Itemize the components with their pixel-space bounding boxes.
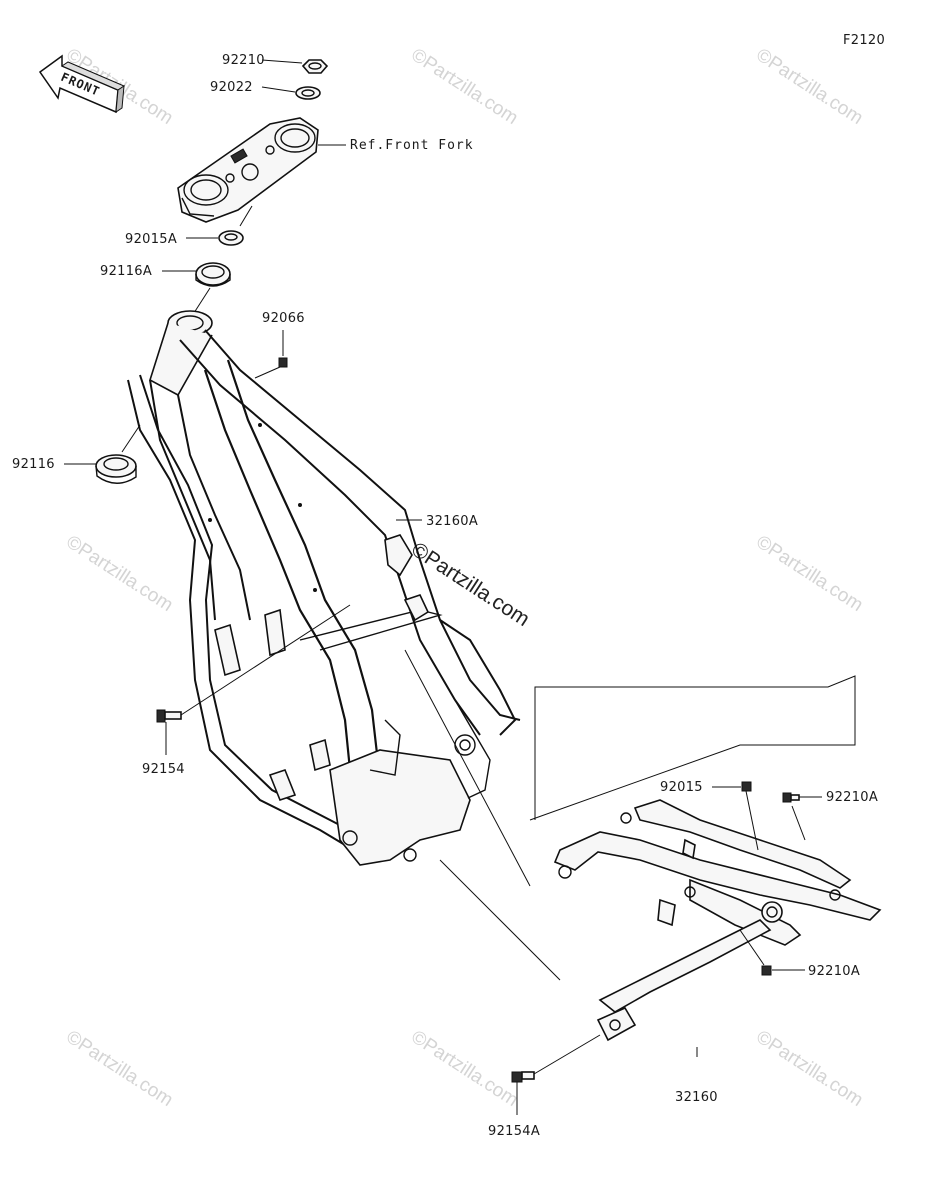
- watermark: ©Partzilla.com: [407, 1027, 521, 1111]
- leader-92022: [261, 86, 296, 93]
- bearing-92116A[interactable]: [195, 262, 231, 287]
- label-92066: 92066: [262, 311, 305, 326]
- subframe-to-frame-line-2: [439, 859, 561, 981]
- front-arrow-icon: FRONT: [38, 54, 126, 114]
- leader-92210: [261, 59, 303, 64]
- watermark: ©Partzilla.com: [752, 1027, 866, 1111]
- bolt-92154A-axis: [533, 1034, 601, 1075]
- bearing-92116[interactable]: [95, 454, 137, 484]
- label-92022: 92022: [210, 80, 253, 95]
- label-32160: 32160: [675, 1090, 718, 1105]
- bolt-92210A-bottom[interactable]: [761, 965, 772, 976]
- bolt-92210A-top-axis: [791, 805, 806, 841]
- label-92015A: 92015A: [125, 232, 177, 247]
- watermark: ©Partzilla.com: [752, 45, 866, 129]
- bolt-92210A-bottom-axis: [739, 929, 765, 966]
- subframe-to-frame-line: [404, 649, 531, 887]
- sub-frame-32160[interactable]: [553, 799, 882, 1042]
- label-92210: 92210: [222, 53, 265, 68]
- label-92210A-top: 92210A: [826, 790, 878, 805]
- label-92116: 92116: [12, 457, 55, 472]
- label-92116A: 92116A: [100, 264, 152, 279]
- nut-92015A[interactable]: [218, 230, 244, 246]
- watermark-center: ©Partzilla.com: [407, 538, 533, 631]
- bolt-92015-axis: [745, 790, 759, 851]
- label-32160A: 32160A: [426, 514, 478, 529]
- bolt-92066-axis: [254, 366, 281, 379]
- label-92015: 92015: [660, 780, 703, 795]
- label-92154A: 92154A: [488, 1124, 540, 1139]
- label-92154: 92154: [142, 762, 185, 777]
- bolt-92154-axis: [180, 604, 351, 716]
- watermark: ©Partzilla.com: [752, 532, 866, 616]
- subframe-box-frame: [529, 675, 856, 821]
- label-92210A-bottom: 92210A: [808, 964, 860, 979]
- main-frame-32160A[interactable]: [127, 310, 521, 866]
- bolt-92210A-top[interactable]: [782, 792, 800, 803]
- bearing-92116-axis: [121, 424, 141, 453]
- figure-code: F2120: [843, 33, 885, 48]
- stem-axis-line: [239, 205, 253, 227]
- bolt-92154[interactable]: [156, 709, 182, 723]
- bolt-92154A[interactable]: [511, 1071, 535, 1083]
- label-ref-front-fork: Ref.Front Fork: [350, 138, 474, 153]
- bolt-92066[interactable]: [278, 357, 288, 368]
- watermark: ©Partzilla.com: [407, 45, 521, 129]
- watermark: ©Partzilla.com: [62, 532, 176, 616]
- nut-92210[interactable]: [301, 59, 329, 74]
- watermark: ©Partzilla.com: [62, 1027, 176, 1111]
- steering-stem-clamp[interactable]: [177, 117, 319, 223]
- washer-92022[interactable]: [295, 86, 321, 100]
- bolt-92015[interactable]: [741, 781, 752, 792]
